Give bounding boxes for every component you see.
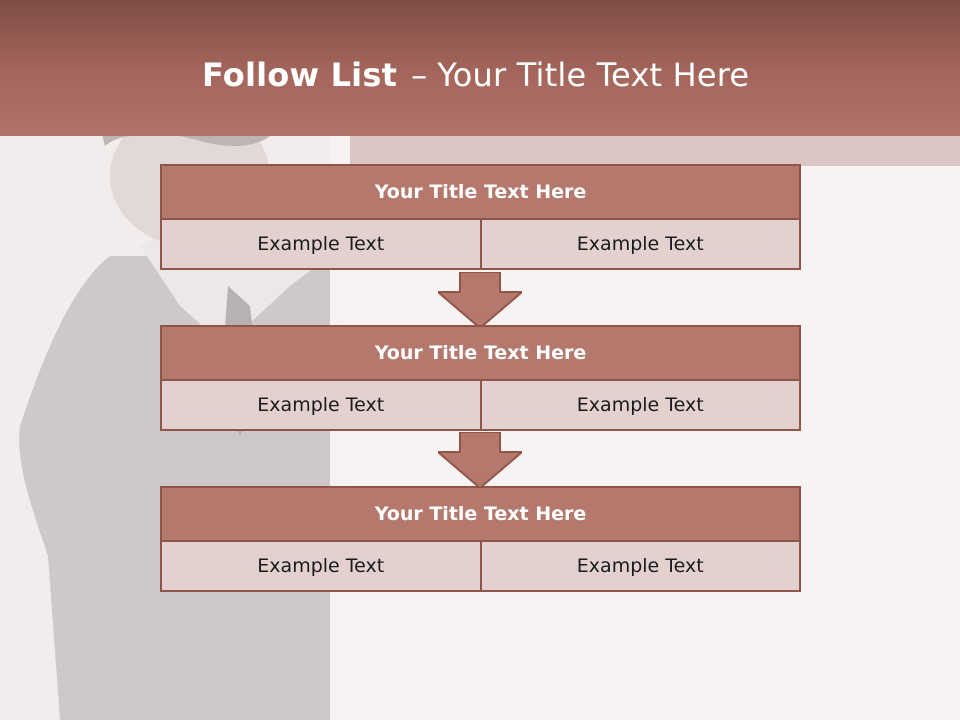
page-title: Follow List–Your Title Text Here <box>202 56 749 100</box>
block-title: Your Title Text Here <box>160 325 801 381</box>
block-title: Your Title Text Here <box>160 486 801 542</box>
list-block-2: Your Title Text Here Example Text Exampl… <box>160 325 801 431</box>
block-cell-right: Example Text <box>481 220 801 270</box>
down-arrow-icon <box>438 432 522 488</box>
page-title-rest: Your Title Text Here <box>437 56 750 94</box>
block-cell-left: Example Text <box>160 220 482 270</box>
page-title-bold: Follow List <box>202 56 398 94</box>
block-cell-left: Example Text <box>160 381 482 431</box>
list-block-3: Your Title Text Here Example Text Exampl… <box>160 486 801 592</box>
block-cell-right: Example Text <box>481 381 801 431</box>
block-row: Example Text Example Text <box>160 220 801 270</box>
block-cell-right: Example Text <box>481 542 801 592</box>
block-row: Example Text Example Text <box>160 542 801 592</box>
page-title-dash: – <box>411 56 428 94</box>
block-cell-left: Example Text <box>160 542 482 592</box>
block-title: Your Title Text Here <box>160 164 801 220</box>
header-band <box>0 0 960 136</box>
down-arrow-icon <box>438 272 522 328</box>
block-row: Example Text Example Text <box>160 381 801 431</box>
list-block-1: Your Title Text Here Example Text Exampl… <box>160 164 801 270</box>
